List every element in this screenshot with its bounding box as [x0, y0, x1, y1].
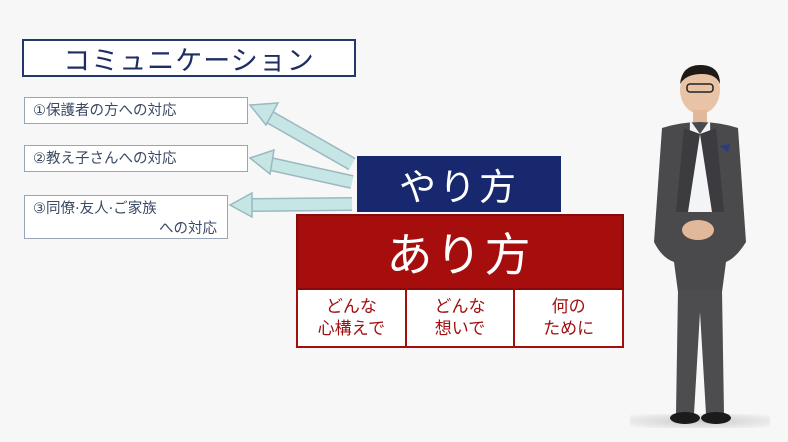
- detail-cell-line: どんな: [325, 297, 377, 317]
- arrow-left-icon: [228, 191, 353, 219]
- detail-cell-purpose: 何の ために: [513, 290, 622, 346]
- presenter-figure: [654, 64, 746, 424]
- arikata-details: どんな 心構えで どんな 想いで 何の ために: [296, 290, 624, 348]
- arikata-block: あり方: [296, 214, 624, 290]
- detail-cell-mindset: どんな 心構えで: [298, 290, 405, 346]
- note-parents-label: ①保護者の方への対応: [33, 103, 177, 119]
- arrow-left-icon: [248, 148, 354, 189]
- note-students-label: ②教え子さんへの対応: [33, 151, 177, 167]
- detail-cell-line: どんな: [434, 297, 486, 317]
- note-colleagues-label-1: ③同僚·友人·ご家族: [33, 201, 157, 217]
- presenter-shadow: [630, 414, 770, 428]
- detail-cell-feelings: どんな 想いで: [404, 290, 514, 346]
- note-parents: ①保護者の方への対応: [24, 97, 248, 124]
- note-students: ②教え子さんへの対応: [24, 145, 248, 172]
- slide-title: コミュニケーション: [22, 39, 356, 77]
- detail-cell-line: 想いで: [434, 319, 486, 339]
- detail-cell-line: 何の: [551, 297, 586, 317]
- detail-cell-line: 心構えで: [317, 319, 386, 339]
- detail-cell-line: ために: [543, 319, 595, 339]
- note-colleagues: ③同僚·友人·ご家族 への対応: [24, 195, 228, 239]
- yarikata-block: やり方: [357, 156, 561, 212]
- note-colleagues-label-2: への対応: [159, 221, 217, 237]
- arrow-left-icon: [248, 102, 356, 171]
